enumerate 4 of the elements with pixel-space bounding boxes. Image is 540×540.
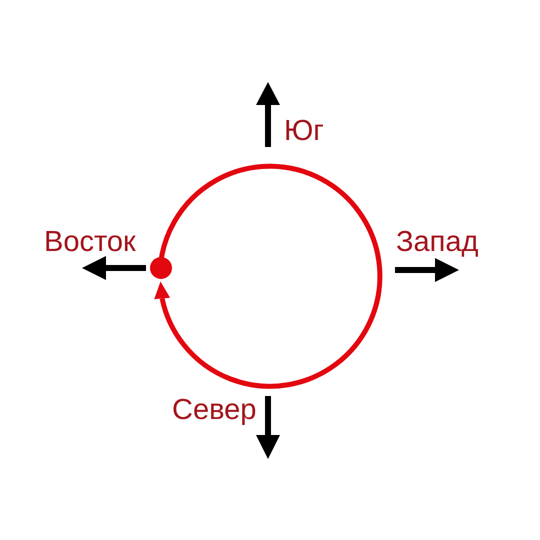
- direction-label: Восток: [44, 228, 136, 257]
- direction-label: Север: [172, 396, 256, 425]
- direction-label: Юг: [284, 117, 324, 146]
- direction-label: Запад: [396, 228, 478, 257]
